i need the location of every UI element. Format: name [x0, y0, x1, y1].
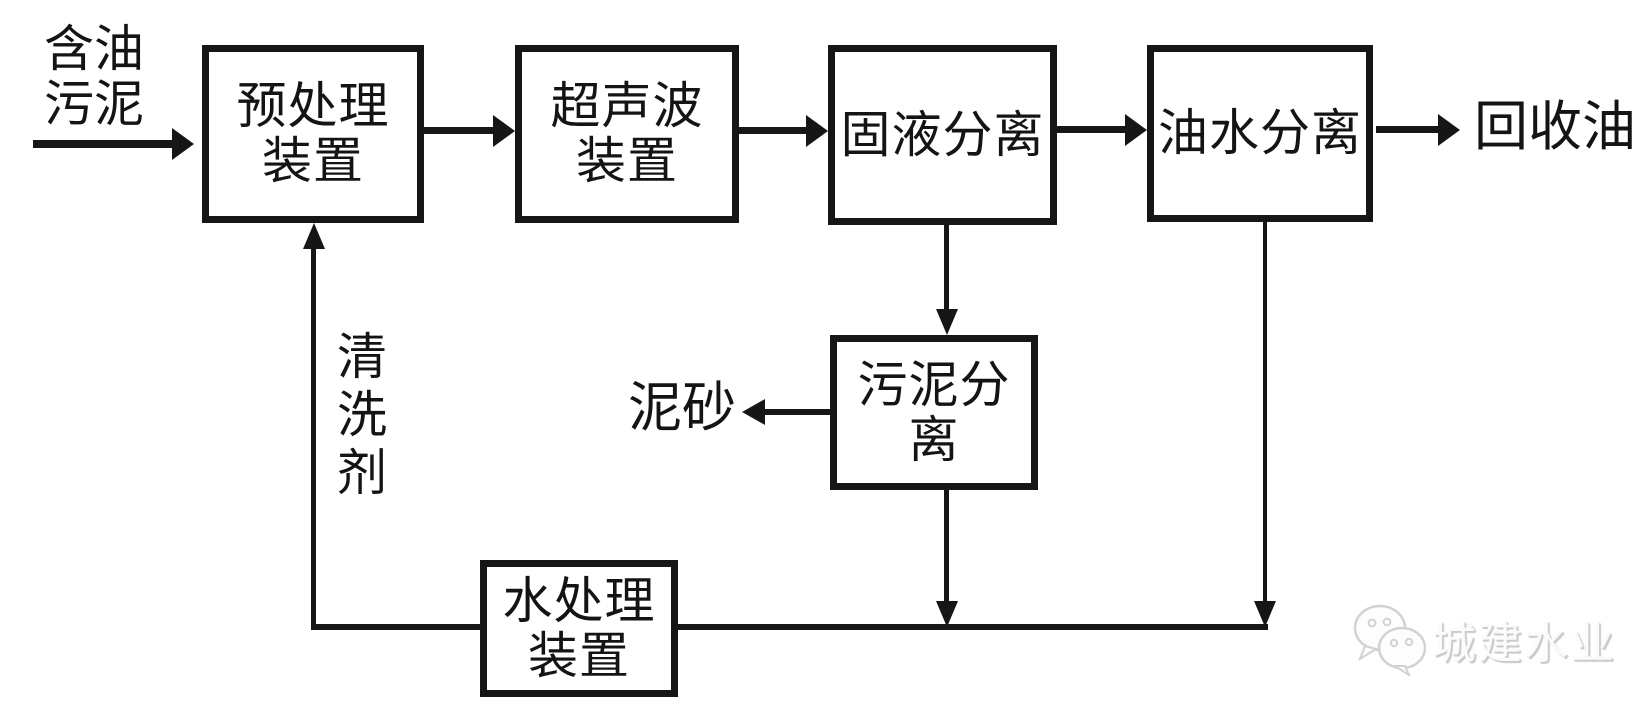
- edge-pretreatment-to-ultrasonic: [424, 127, 493, 134]
- wechat-logo-icon: [1353, 604, 1426, 676]
- node-water-treatment: 水处理 装置: [480, 560, 678, 697]
- arrowhead-right-icon: [493, 115, 515, 147]
- node-solid-liquid-separation: 固液分离: [828, 45, 1057, 225]
- node-oil-water-separation-label: 油水分离: [1158, 105, 1362, 161]
- edge-input-to-pretreatment: [33, 140, 173, 148]
- arrowhead-down-icon: [936, 309, 958, 335]
- arrowhead-left-icon: [742, 399, 765, 425]
- node-oil-water-separation: 油水分离: [1147, 45, 1373, 222]
- node-ultrasonic: 超声波 装置: [515, 45, 739, 223]
- edge-return-line-left: [311, 624, 480, 630]
- arrowhead-right-icon: [1438, 114, 1460, 146]
- edge-ultrasonic-to-solid-liquid: [739, 127, 806, 134]
- node-sludge-separation: 污泥分离: [830, 335, 1038, 490]
- arrowhead-down-icon: [936, 601, 958, 627]
- watermark: 城建水业: [1352, 602, 1616, 676]
- arrowhead-right-icon: [1125, 114, 1147, 146]
- input-label: 含油 污泥: [44, 21, 144, 132]
- edge-sludge-separation-to-water-treatment: [944, 490, 949, 604]
- edge-solid-liquid-to-sludge-separation: [944, 225, 949, 311]
- arrowhead-down-icon: [1254, 601, 1276, 627]
- edge-return-line-right: [678, 624, 1268, 630]
- recovered-oil-label: 回收油: [1474, 97, 1636, 157]
- edge-water-treatment-to-pretreatment: [311, 247, 316, 630]
- edge-sludge-separation-to-sediment: [765, 409, 830, 415]
- watermark-text: 城建水业: [1432, 619, 1616, 668]
- arrowhead-up-icon: [303, 223, 325, 249]
- node-pretreatment: 预处理 装置: [202, 45, 424, 223]
- arrowhead-right-icon: [172, 128, 194, 160]
- node-pretreatment-label: 预处理 装置: [236, 78, 390, 189]
- node-solid-liquid-separation-label: 固液分离: [840, 106, 1045, 163]
- edge-oil-water-to-water-treatment: [1263, 222, 1267, 604]
- edge-oil-water-to-recovered-oil: [1376, 126, 1438, 133]
- arrowhead-right-icon: [806, 115, 828, 147]
- node-sludge-separation-label: 污泥分离: [857, 356, 1011, 468]
- sediment-label: 泥砂: [628, 378, 736, 438]
- node-ultrasonic-label: 超声波 装置: [550, 78, 704, 189]
- cleaning-agent-label: 清 洗 剂: [337, 329, 387, 501]
- node-water-treatment-label: 水处理 装置: [502, 572, 656, 684]
- edge-solid-liquid-to-oil-water: [1057, 126, 1125, 133]
